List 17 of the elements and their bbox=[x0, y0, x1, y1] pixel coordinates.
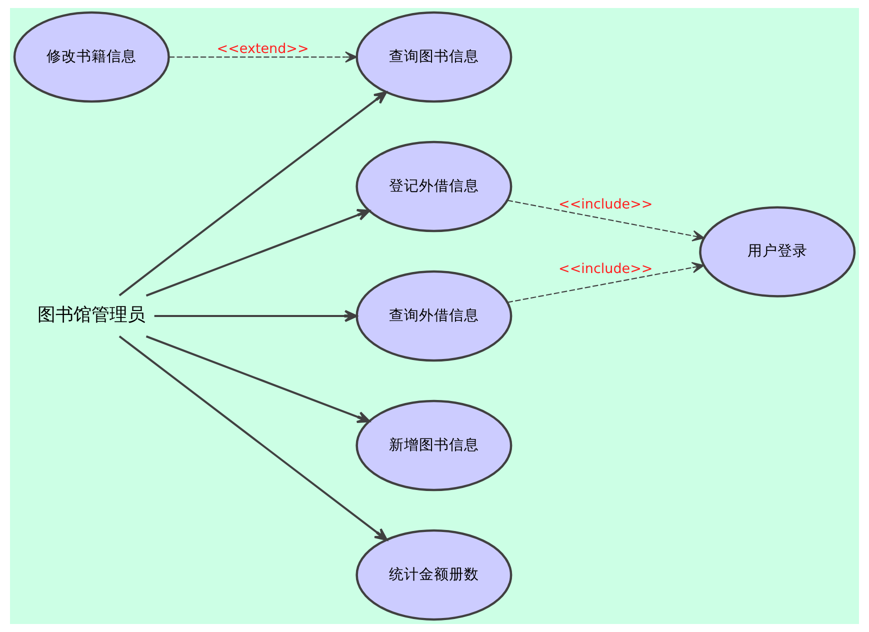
edge-label: <<extend>> bbox=[216, 41, 309, 58]
node-text: 图书馆管理员 bbox=[38, 304, 146, 326]
edge-label: <<include>> bbox=[558, 260, 653, 277]
arrow bbox=[118, 91, 388, 296]
arrow bbox=[118, 336, 388, 541]
edge-label: <<include>> bbox=[558, 196, 653, 213]
arrow bbox=[146, 209, 370, 297]
arrow bbox=[169, 51, 358, 63]
node-ellipse: 修改书籍信息 bbox=[13, 11, 170, 103]
node-ellipse: 用户登录 bbox=[699, 206, 856, 298]
arrow bbox=[507, 262, 704, 303]
arrow bbox=[154, 310, 358, 322]
arrow bbox=[146, 335, 370, 423]
node-ellipse: 查询外借信息 bbox=[356, 270, 512, 362]
node-ellipse: 查询图书信息 bbox=[356, 11, 512, 103]
node-ellipse: 统计金额册数 bbox=[356, 529, 512, 621]
arrow bbox=[507, 200, 705, 242]
